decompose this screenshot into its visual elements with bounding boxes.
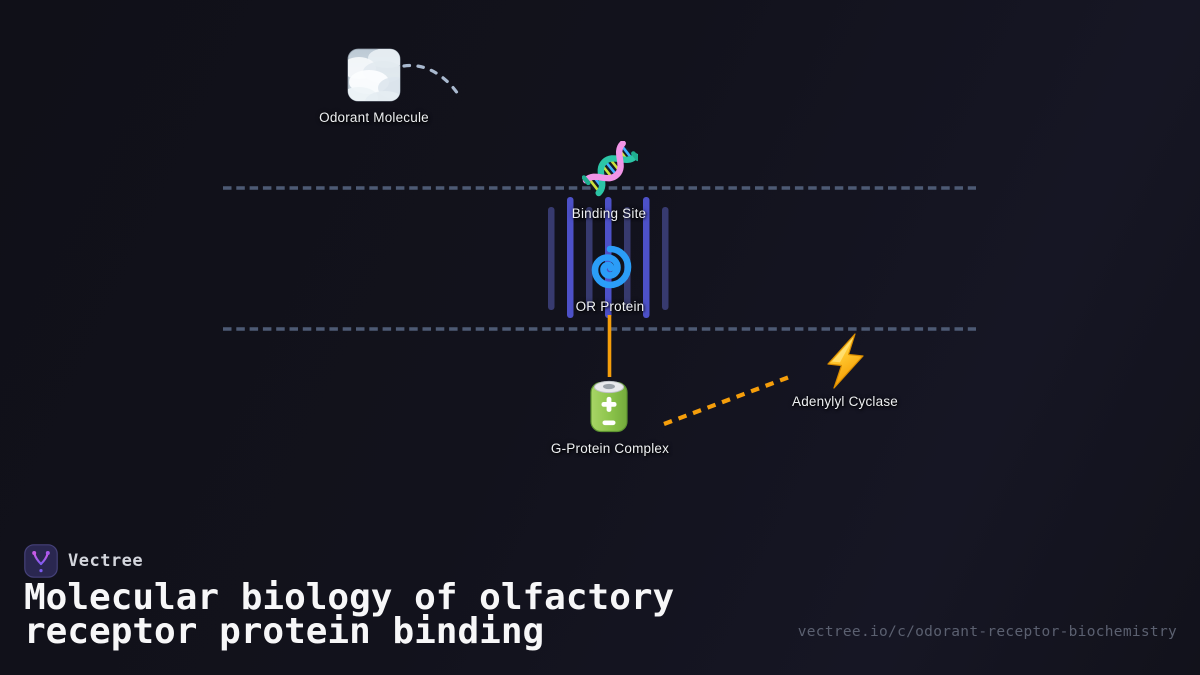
helix-bar [662,207,669,310]
node-label-or-protein: OR Protein [575,299,645,314]
node-or-protein[interactable] [584,241,636,293]
dna-helix-icon [581,140,641,197]
battery-icon [588,376,630,434]
node-binding-site[interactable] [581,140,641,197]
vectree-logo-icon [24,544,58,578]
node-adenylyl-cyclase[interactable] [822,333,868,389]
brand-row: Vectree [24,544,143,578]
fog-cloud-icon [347,48,401,102]
edge-gprotein-to-adenylylcyclase [663,375,789,426]
transmembrane-helix-bars [548,197,669,318]
helix-bar [548,207,555,310]
page-title: Molecular biology of olfactory receptor … [24,577,675,652]
helix-bar [567,197,574,318]
node-g-protein-complex[interactable] [588,376,630,434]
node-label-binding-site: Binding Site [571,206,647,221]
node-label-g-protein-complex: G-Protein Complex [550,441,670,456]
cyclone-spiral-icon [584,241,636,293]
brand-name: Vectree [68,551,144,571]
helix-bar [643,197,650,318]
edge-odorant-to-binding-site [402,63,460,96]
share-url: vectree.io/c/odorant-receptor-biochemist… [797,624,1177,640]
node-odorant-molecule[interactable] [347,48,401,102]
node-label-odorant-molecule: Odorant Molecule [319,110,429,125]
lightning-bolt-icon [822,333,868,389]
node-label-adenylyl-cyclase: Adenylyl Cyclase [792,394,898,409]
helix-bar [586,207,593,310]
